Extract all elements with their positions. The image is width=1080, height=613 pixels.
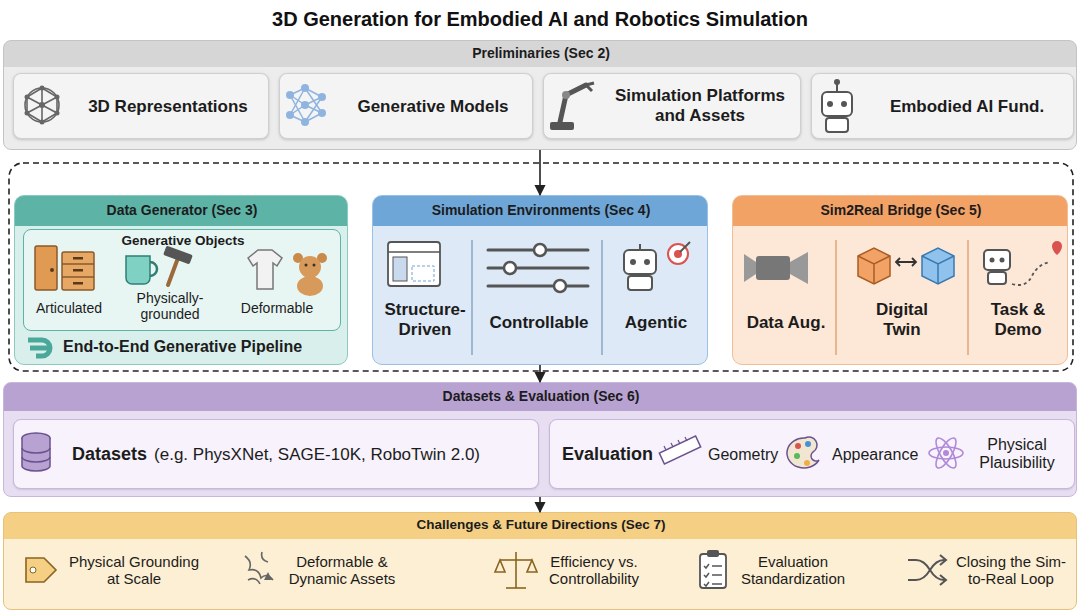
flow-arrow [539,365,541,382]
topic-box: Datasets (e.g. PhysXNet, SAGE-10K, RoboTw… [13,419,539,489]
node-text: Physical Plausibility [962,436,1072,473]
node-text: Agentic [607,313,705,333]
node-heading: 3D Representations [72,97,264,117]
section-panel: Simulation Environments (Sec 4) Structure… [372,195,708,365]
node-heading: Generative Objects [24,233,342,249]
section-band: Preliminaries (Sec 2) 3D Representations G… [3,40,1077,150]
node-text: Digital Twin [865,300,939,339]
node-text: Deformable & Dynamic Assets [280,553,404,588]
topic-box: Generative Models [279,73,533,139]
topic-box: 3D Representations [13,73,269,139]
section-band: Datasets & Evaluation (Sec 6) Datasets (e.… [3,382,1077,497]
node-heading: Challenges & Future Directions (Sec 7) [4,517,1078,533]
node-heading: Datasets & Evaluation (Sec 6) [4,388,1078,404]
node-heading: Evaluation [562,444,653,465]
node-text: (e.g. PhysXNet, SAGE-10K, RoboTwin 2.0) [154,445,480,465]
node-text: Controllable [477,313,601,333]
node-text: Physical Grounding at Scale [64,553,204,588]
node-heading: Embodied AI Fund. [864,97,1070,117]
node-heading: Preliminaries (Sec 2) [4,45,1078,61]
group-box: Generative ObjectsArticulated Physically-… [23,229,341,331]
node-text: Geometry [708,446,778,464]
node-text: Task & Demo [973,300,1063,339]
node-heading: Sim2Real Bridge (Sec 5) [733,202,1069,218]
node-text: Structure-Driven [379,300,471,339]
node-heading: Simulation Platforms and Assets [602,86,798,125]
topic-box: Evaluation Geometry Appearance Physical Pla… [549,419,1075,489]
node-text: Closing the Sim-to-Real Loop [948,553,1074,588]
node-heading: Simulation Environments (Sec 4) [373,202,709,218]
section-panel: Sim2Real Bridge (Sec 5) Data Aug. Digital … [732,195,1068,365]
node-heading: Generative Models [338,97,528,117]
node-heading: Data Generator (Sec 3) [15,202,349,218]
section-panel: Data Generator (Sec 3) End-to-End Generat… [14,195,348,365]
node-text: Appearance [832,446,918,464]
node-text: Physically-grounded [120,290,220,322]
node-text: End-to-End Generative Pipeline [63,338,343,356]
node-text: Efficiency vs. Controllability [539,553,649,588]
topic-box: Simulation Platforms and Assets [543,73,801,139]
flow-arrow [539,150,541,195]
node-text: Data Aug. [737,313,835,333]
flow-arrow [539,497,541,512]
section-band: Challenges & Future Directions (Sec 7) Ph… [3,512,1077,610]
node-text: Deformable [230,300,324,316]
diagram-title: 3D Generation for Embodied AI and Roboti… [0,8,1080,31]
topic-box: Embodied AI Fund. [811,73,1074,139]
node-heading: Datasets [72,444,147,465]
node-text: Evaluation Standardization [734,553,852,588]
node-text: Articulated [26,300,112,316]
